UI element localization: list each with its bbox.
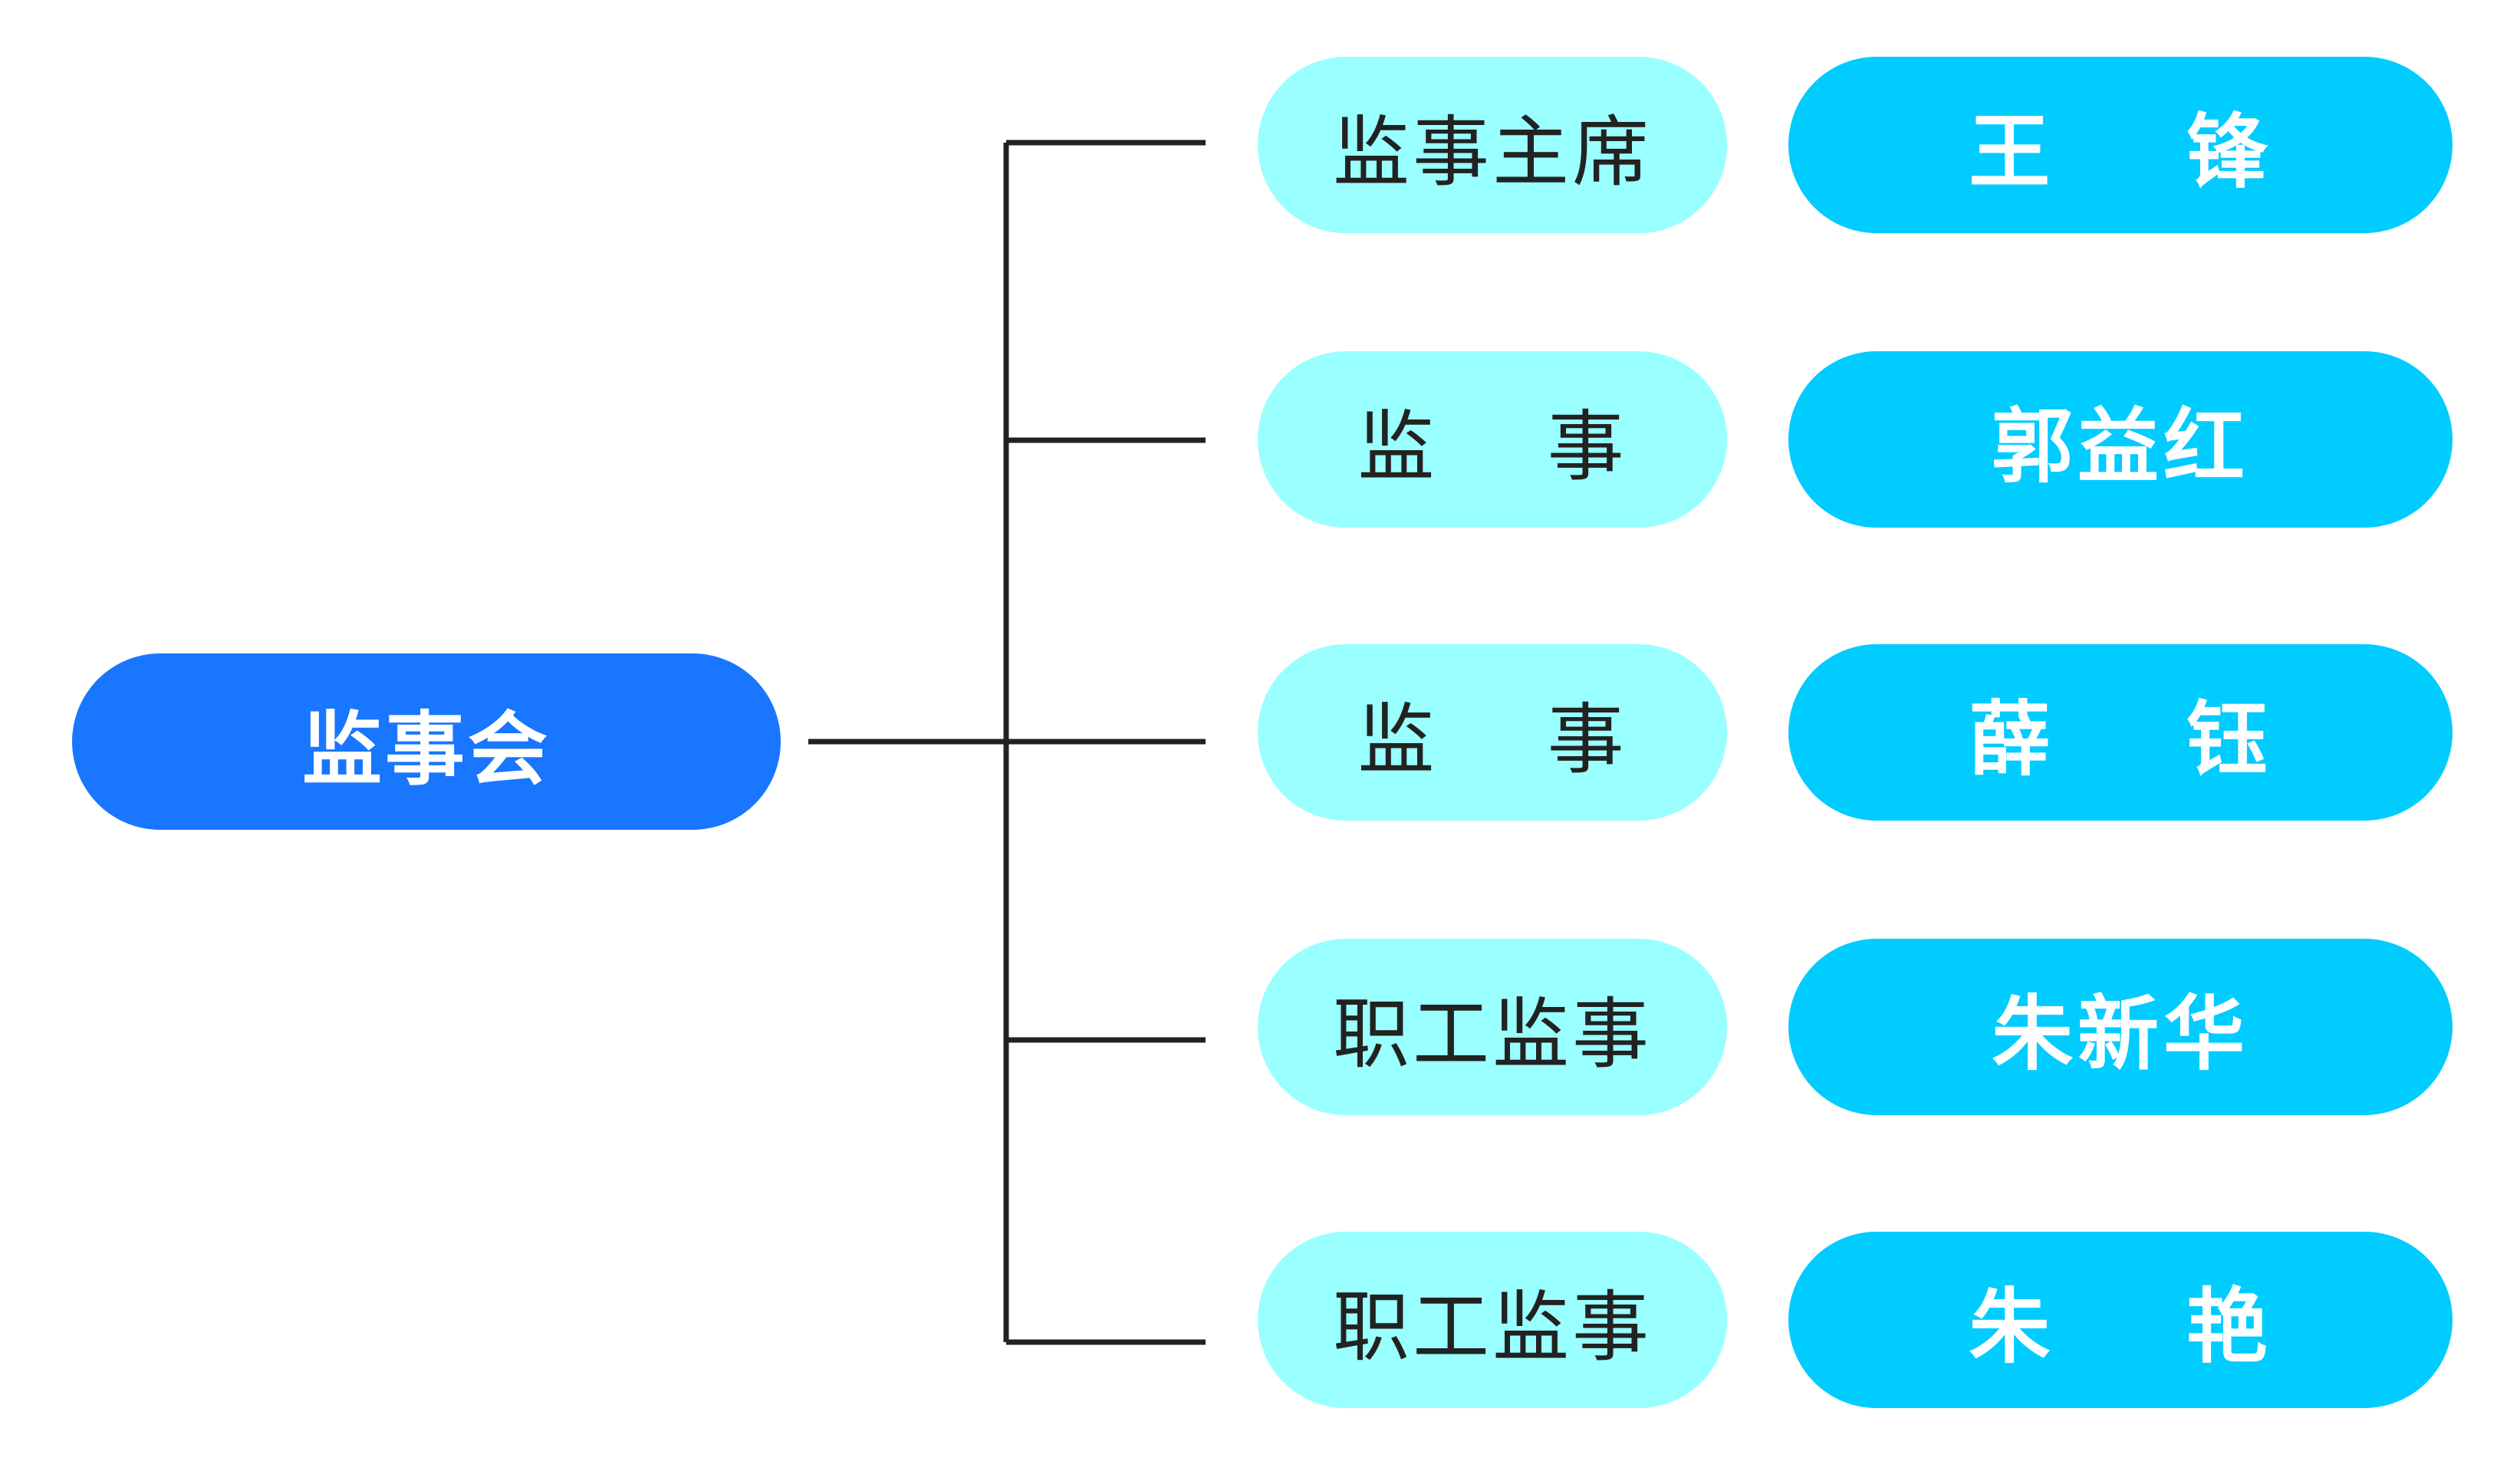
root-label: 监事会: [301, 702, 551, 796]
role-label: 监事主席: [1333, 107, 1652, 197]
person-name: 朱新华: [1992, 987, 2249, 1081]
role-label: 监 事: [1357, 694, 1627, 785]
person-name: 朱 艳: [1969, 1280, 2272, 1374]
person-node-3: 薛 钰: [1788, 644, 2453, 821]
role-node-3: 监 事: [1258, 644, 1727, 821]
role-node-1: 监事主席: [1258, 57, 1727, 233]
role-label: 职工监事: [1333, 989, 1652, 1079]
role-node-2: 监 事: [1258, 351, 1727, 528]
person-name: 王 锋: [1969, 105, 2272, 199]
role-label: 职工监事: [1333, 1282, 1652, 1372]
person-node-1: 王 锋: [1788, 57, 2453, 233]
person-node-4: 朱新华: [1788, 939, 2453, 1115]
person-node-5: 朱 艳: [1788, 1232, 2453, 1408]
role-node-5: 职工监事: [1258, 1232, 1727, 1408]
role-node-4: 职工监事: [1258, 939, 1727, 1115]
role-label: 监 事: [1357, 401, 1627, 492]
person-name: 郭益红: [1992, 400, 2249, 494]
person-name: 薛 钰: [1969, 693, 2272, 787]
person-node-2: 郭益红: [1788, 351, 2453, 528]
root-node: 监事会: [72, 653, 781, 830]
